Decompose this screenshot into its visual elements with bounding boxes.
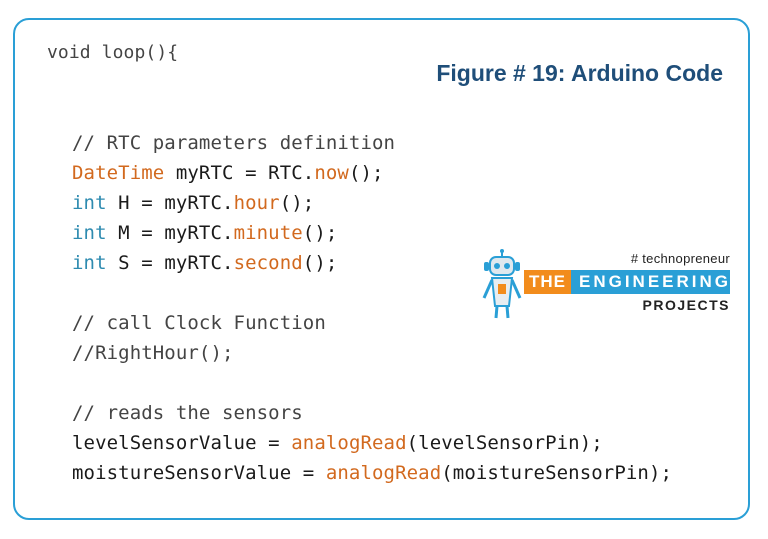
logo-engineering: ENGINEERING	[579, 272, 732, 291]
code-line-minute: int M = myRTC.minute();	[72, 218, 337, 248]
type-keyword: int	[72, 252, 107, 274]
code-text: levelSensorValue =	[72, 432, 292, 454]
function-name: hour	[233, 192, 280, 214]
code-text: S = myRTC.	[106, 252, 234, 274]
code-text: (levelSensorPin);	[406, 432, 603, 454]
code-line-datetime: DateTime myRTC = RTC.now();	[72, 158, 384, 188]
code-comment-clock: // call Clock Function	[72, 312, 326, 334]
function-name: now	[314, 162, 349, 184]
logo-tagline: # technopreneur	[630, 251, 730, 266]
type-keyword: int	[72, 192, 107, 214]
code-text: H = myRTC.	[106, 192, 234, 214]
code-text: ();	[348, 162, 384, 184]
code-text: M = myRTC.	[106, 222, 234, 244]
figure-frame	[13, 18, 750, 520]
code-line-hour: int H = myRTC.hour();	[72, 188, 314, 218]
logo-the: THE	[524, 270, 571, 294]
type-keyword: int	[72, 222, 107, 244]
code-header-line: void loop(){	[47, 42, 179, 63]
code-line-level-sensor: levelSensorValue = analogRead(levelSenso…	[72, 428, 603, 458]
function-name: analogRead	[291, 432, 407, 454]
function-name: second	[233, 252, 303, 274]
code-text: (moistureSensorPin);	[441, 462, 673, 484]
logo-projects: PROJECTS	[642, 297, 730, 313]
function-name: minute	[233, 222, 303, 244]
function-name: analogRead	[325, 462, 442, 484]
code-line-moisture-sensor: moistureSensorValue = analogRead(moistur…	[72, 458, 672, 488]
code-text: ();	[302, 252, 338, 274]
code-comment-righthour: //RightHour();	[72, 342, 234, 364]
code-text: moistureSensorValue =	[72, 462, 326, 484]
figure-caption: Figure # 19: Arduino Code	[436, 60, 723, 86]
logo-banner: THE ENGINEERING	[524, 270, 730, 294]
code-text: ();	[279, 192, 315, 214]
code-text: myRTC = RTC.	[164, 162, 315, 184]
code-text: ();	[302, 222, 338, 244]
engineering-projects-logo: # technopreneur THE ENGINEERING PROJECTS	[478, 248, 738, 320]
type-keyword: DateTime	[72, 162, 165, 184]
code-comment-rtc: // RTC parameters definition	[72, 132, 396, 154]
code-comment-sensors: // reads the sensors	[72, 402, 303, 424]
code-line-second: int S = myRTC.second();	[72, 248, 337, 278]
robot-icon	[482, 249, 522, 319]
